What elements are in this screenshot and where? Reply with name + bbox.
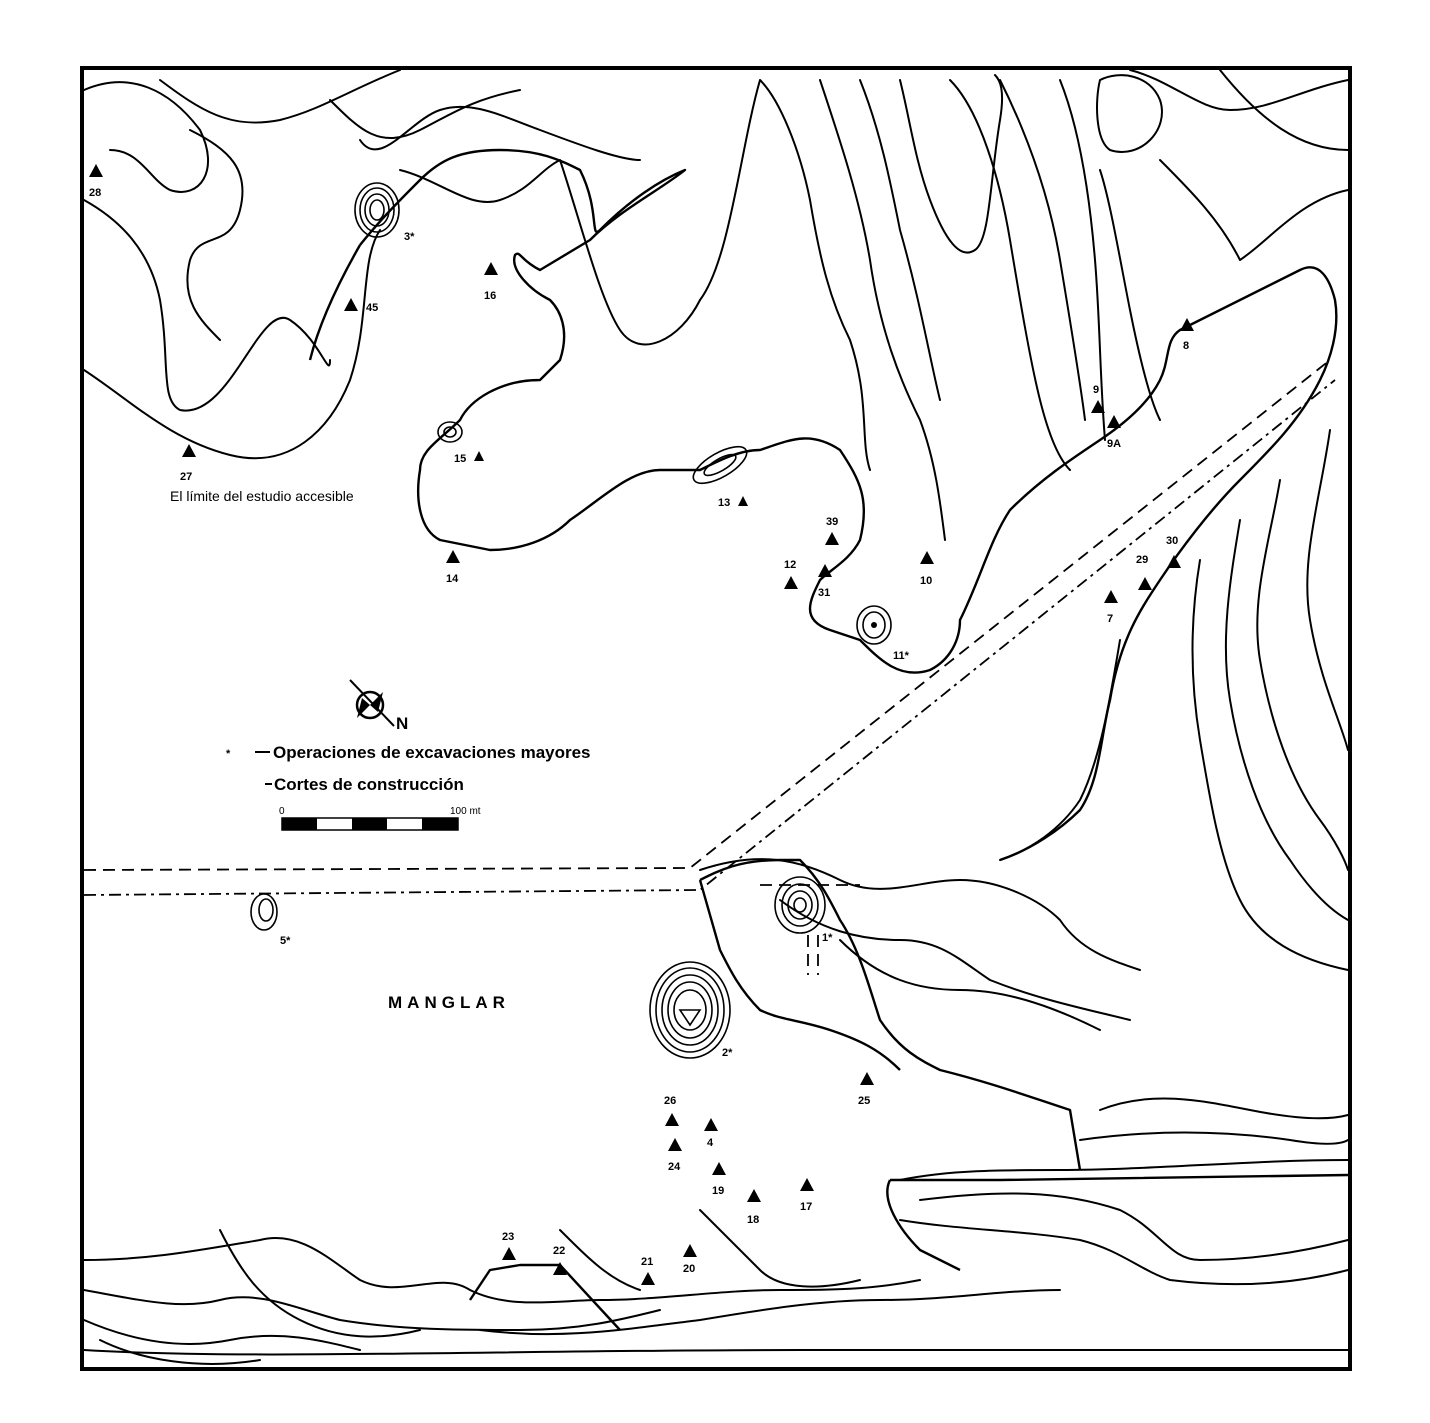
site-label: 24 (668, 1161, 681, 1173)
site-8-marker (1180, 318, 1194, 331)
site-31-marker (818, 564, 832, 577)
site-18-marker (747, 1189, 761, 1202)
map-frame (80, 66, 1352, 1371)
mound-1 (774, 876, 826, 934)
site-20-marker (683, 1244, 697, 1257)
site-label: 4 (707, 1137, 714, 1149)
mound-3 (354, 182, 400, 238)
site-label: 31 (818, 587, 830, 599)
mound-11 (856, 605, 892, 645)
legend-construction-cuts: Cortes de construcción (274, 775, 464, 794)
site-9A-marker (1107, 415, 1121, 428)
site-24-marker (668, 1138, 682, 1151)
site-label: 19 (712, 1185, 724, 1197)
mound-15 (437, 421, 463, 443)
site-label: 23 (502, 1231, 514, 1243)
place-label-manglar: MANGLAR (388, 993, 510, 1012)
site-10-marker (920, 551, 934, 564)
study-boundary (308, 148, 1349, 1331)
site-15-marker (474, 451, 484, 461)
site-27-marker (182, 444, 196, 457)
site-label: 3* (404, 231, 415, 243)
site-13-marker (738, 496, 748, 506)
site-label: 27 (180, 471, 192, 483)
boundary-label: El límite del estudio accesible (170, 488, 354, 504)
site-12-marker (784, 576, 798, 589)
site-label: 22 (553, 1245, 565, 1257)
site-label: 1* (822, 932, 833, 944)
site-39-marker (825, 532, 839, 545)
mound-13 (692, 445, 748, 485)
legend: * Operaciones de excavaciones mayores Co… (226, 743, 591, 794)
contour-lines (83, 69, 1349, 1365)
mound-5 (250, 893, 278, 931)
site-label: 29 (1136, 554, 1148, 566)
site-45-marker (344, 298, 358, 311)
site-label: 13 (718, 497, 730, 509)
site-4-marker (704, 1118, 718, 1131)
site-label: 17 (800, 1201, 812, 1213)
site-29-marker (1138, 577, 1152, 590)
site-21-marker (641, 1272, 655, 1285)
roads (83, 359, 1336, 975)
site-label: 16 (484, 290, 496, 302)
site-label: 10 (920, 575, 932, 587)
site-26-marker (665, 1113, 679, 1126)
site-17-marker (800, 1178, 814, 1191)
north-arrow-icon (349, 679, 395, 727)
scale-start-label: 0 (279, 806, 285, 817)
site-22-marker (553, 1262, 567, 1275)
site-label: 9 (1093, 384, 1099, 396)
site-9-marker (1091, 400, 1105, 413)
site-label: 9A (1107, 438, 1121, 450)
site-label: 30 (1166, 535, 1178, 547)
site-label: 39 (826, 516, 838, 528)
site-label: 28 (89, 187, 101, 199)
north-label: N (396, 714, 408, 733)
site-label: 12 (784, 559, 796, 571)
legend-major-excavations: Operaciones de excavaciones mayores (273, 743, 591, 762)
site-label: 25 (858, 1095, 870, 1107)
site-label: 45 (366, 302, 378, 314)
site-14-marker (446, 550, 460, 563)
site-label: 15 (454, 453, 466, 465)
site-label: 18 (747, 1214, 759, 1226)
scale-end-label: 100 mt (450, 806, 481, 817)
site-label: 21 (641, 1256, 653, 1268)
site-7-marker (1104, 590, 1118, 603)
site-label: 26 (664, 1095, 676, 1107)
site-16-marker (484, 262, 498, 275)
site-28-marker (89, 164, 103, 177)
site-label: 11* (893, 650, 910, 662)
legend-asterisk-symbol: * (226, 748, 231, 760)
site-label: 14 (446, 573, 459, 585)
site-23-marker (502, 1247, 516, 1260)
site-label: 2* (722, 1047, 733, 1059)
site-labels: 28 3* 45 16 27 15 14 13 39 12 31 10 11* … (89, 187, 1189, 1275)
site-label: 8 (1183, 340, 1189, 352)
site-30-marker (1167, 555, 1181, 568)
site-19-marker (712, 1162, 726, 1175)
site-label: 20 (683, 1263, 695, 1275)
mound-2 (649, 961, 731, 1059)
scale-bar: 0 100 mt (279, 806, 481, 831)
site-markers (89, 164, 1194, 1285)
site-label: 5* (280, 935, 291, 947)
site-label: 7 (1107, 613, 1113, 625)
site-25-marker (860, 1072, 874, 1085)
